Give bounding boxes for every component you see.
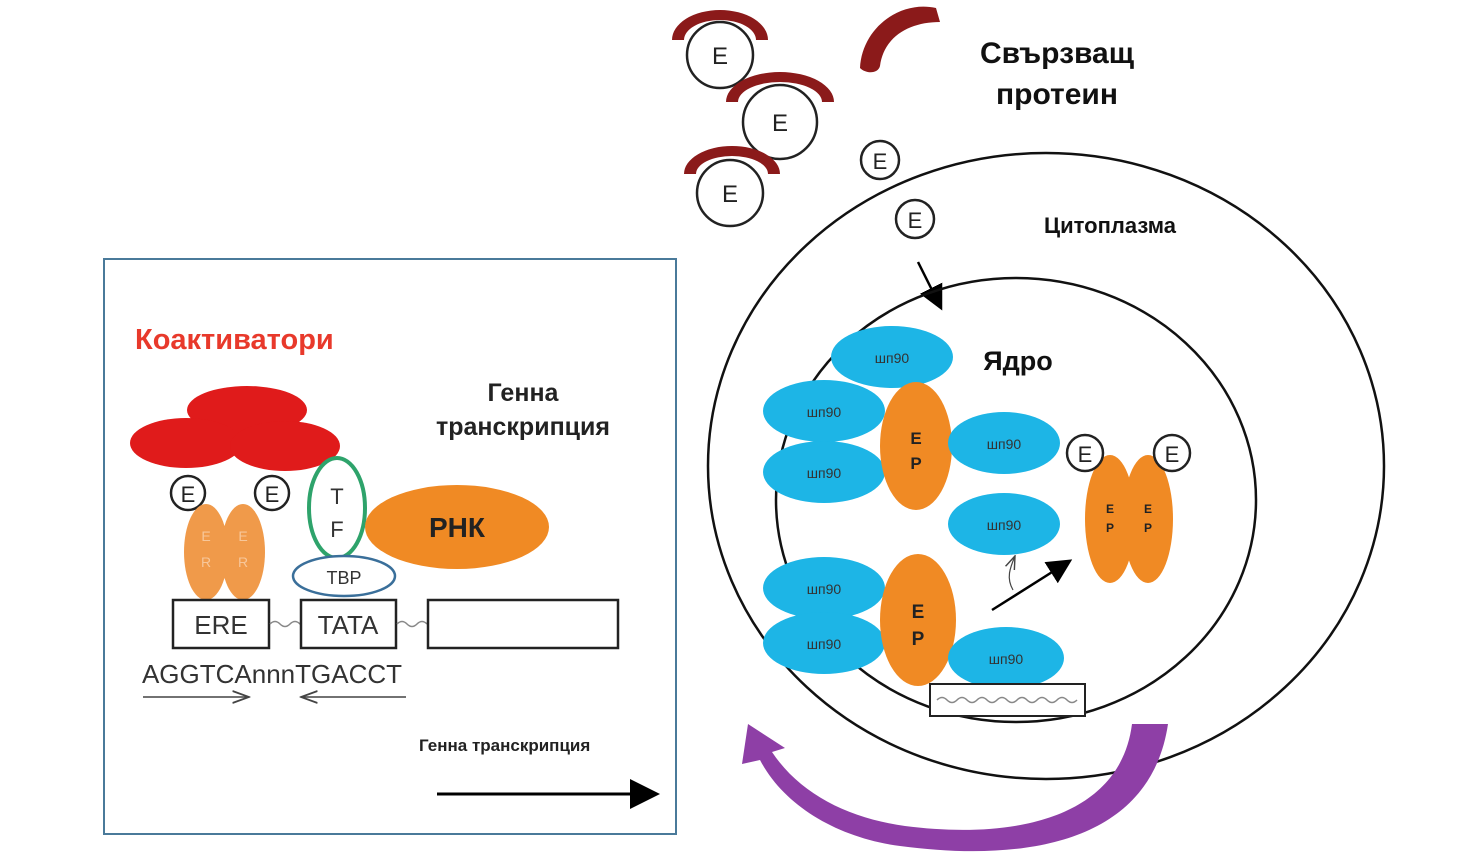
svg-text:шп90: шп90: [875, 350, 910, 366]
ere-sequence: AGGTCAnnnTGACCT: [142, 659, 402, 689]
svg-text:шп90: шп90: [807, 404, 842, 420]
tf-factor: T F: [307, 456, 367, 560]
nuclear-dna-strip: [929, 683, 1086, 717]
svg-text:РНК: РНК: [429, 512, 486, 543]
svg-text:F: F: [330, 517, 343, 542]
svg-text:TATA: TATA: [318, 610, 379, 640]
free-estrogen: E: [859, 139, 901, 181]
hsp90-upper-left-1: шп90: [763, 380, 885, 442]
hsp90-upper-top: шп90: [831, 326, 953, 388]
binding-protein-complex-2: E: [726, 72, 834, 161]
coactivators-label: Коактиватори: [135, 324, 334, 356]
nucleus-membrane: [774, 276, 1258, 724]
estrogen-circle-right: E: [253, 474, 291, 512]
hsp90-lower-left-1: шп90: [763, 557, 885, 619]
tata-box: TATA: [299, 598, 398, 650]
svg-text:E: E: [265, 482, 280, 507]
receptor-upper: Е Р: [880, 382, 952, 510]
cell-membrane: [706, 151, 1386, 781]
ere-box: ERE: [171, 598, 271, 650]
svg-text:E: E: [201, 528, 210, 544]
binding-protein-label-1: Свързващ: [980, 37, 1135, 70]
svg-text:Е: Е: [1106, 502, 1114, 516]
svg-text:E: E: [238, 528, 247, 544]
svg-text:E: E: [181, 482, 196, 507]
er-dimer: E R E R: [184, 504, 265, 600]
svg-text:Е: Е: [1144, 502, 1152, 516]
hsp90-free: шп90: [948, 493, 1060, 555]
dimer-estrogen-left: E: [1065, 433, 1105, 473]
svg-text:TBP: TBP: [326, 568, 361, 588]
svg-text:Р: Р: [912, 629, 925, 650]
cytoplasm-label: Цитоплазма: [1044, 213, 1177, 238]
svg-text:Е: Е: [910, 429, 921, 448]
svg-text:шп90: шп90: [807, 465, 842, 481]
svg-text:шп90: шп90: [807, 636, 842, 652]
svg-text:E: E: [908, 208, 923, 233]
svg-text:T: T: [330, 484, 343, 509]
rna-polymerase: РНК: [365, 485, 549, 569]
svg-text:E: E: [772, 110, 788, 137]
svg-text:R: R: [201, 554, 211, 570]
binding-protein-complex-3: E: [684, 146, 780, 228]
svg-text:Р: Р: [1144, 521, 1152, 535]
svg-text:E: E: [1078, 442, 1093, 467]
receptor-lower: Е Р: [880, 554, 956, 686]
svg-text:E: E: [722, 181, 738, 208]
estrogen-circle-left: E: [169, 474, 207, 512]
entry-arrow: [916, 261, 943, 311]
svg-text:шп90: шп90: [989, 651, 1024, 667]
gene-box: [426, 598, 620, 650]
svg-text:Р: Р: [910, 454, 921, 473]
hsp90-lower-left-2: шп90: [763, 612, 885, 674]
hsp90-release-arrow: [1009, 556, 1015, 591]
hsp90-upper-right: шп90: [948, 412, 1060, 474]
recycle-arrow: [742, 724, 1168, 852]
hsp90-upper-left-2: шп90: [763, 441, 885, 503]
svg-text:Р: Р: [1106, 521, 1114, 535]
svg-text:E: E: [712, 43, 728, 70]
tbp-factor: TBP: [291, 554, 397, 598]
binding-protein-label-2: протеин: [996, 78, 1118, 111]
gene-transcription-title-2: транскрипция: [436, 413, 610, 441]
hsp90-lower-right: шп90: [948, 627, 1064, 689]
gene-transcription-title-1: Генна: [488, 379, 560, 407]
gene-transcription-arrow-label: Генна транскрипция: [419, 736, 590, 755]
svg-text:R: R: [238, 554, 248, 570]
activation-arrow: [991, 559, 1073, 612]
svg-text:Е: Е: [912, 602, 925, 623]
coactivator-cluster: [130, 386, 340, 471]
svg-text:шп90: шп90: [807, 581, 842, 597]
svg-text:E: E: [873, 149, 888, 174]
nucleus-label: Ядро: [983, 346, 1053, 376]
svg-text:E: E: [1165, 442, 1180, 467]
svg-text:шп90: шп90: [987, 436, 1022, 452]
svg-text:шп90: шп90: [987, 517, 1022, 533]
activated-receptor-dimer: Е Р Е Р: [1085, 455, 1173, 583]
svg-text:ERE: ERE: [194, 610, 247, 640]
binding-protein-complex-1: E: [672, 10, 768, 90]
dimer-estrogen-right: E: [1152, 433, 1192, 473]
dna-link-2: [396, 620, 428, 628]
cytoplasm-estrogen: E: [894, 198, 936, 240]
binding-protein-free: [860, 6, 940, 73]
